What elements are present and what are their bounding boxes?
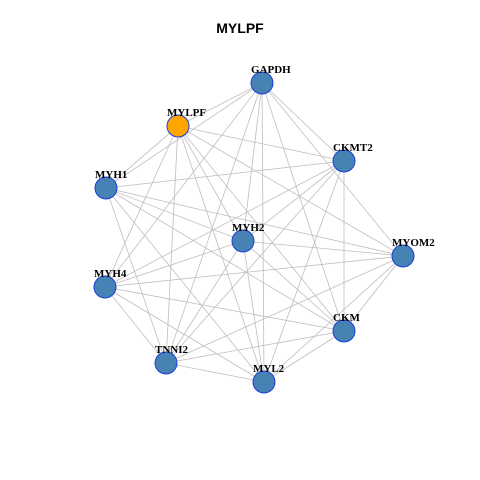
graph-title: MYLPF [216,20,264,36]
edge-gapdh-myom2 [261,82,404,257]
node-mylpf[interactable] [166,114,190,138]
edge-myh1-ckm [105,187,345,332]
edge-myom2-tnni2 [165,255,404,364]
edge-myom2-myh4 [104,255,404,288]
node-gapdh[interactable] [250,71,274,95]
edge-myh1-myl2 [105,187,265,383]
edge-mylpf-myom2 [177,125,404,257]
edge-gapdh-ckmt2 [261,82,345,162]
edge-myh2-myom2 [242,240,404,257]
node-myh1[interactable] [94,176,118,200]
edge-gapdh-tnni2 [165,82,263,364]
edge-gapdh-myh2 [242,82,263,242]
edge-layer [104,82,404,383]
edge-gapdh-myl2 [261,82,265,383]
node-ckm[interactable] [332,319,356,343]
edge-myh4-myl2 [104,286,265,383]
edge-mylpf-ckmt2 [177,125,345,162]
node-tnni2[interactable] [154,351,178,375]
node-label-gapdh: GAPDH [251,64,291,76]
edge-ckmt2-myh4 [104,160,345,288]
edge-myh1-myh2 [105,187,244,242]
edge-gapdh-myh4 [104,82,263,288]
edge-myh2-myh4 [104,240,244,288]
edge-ckm-myl2 [263,330,345,383]
edge-mylpf-myh1 [105,125,179,189]
edge-ckmt2-myh2 [242,160,345,242]
edge-gapdh-mylpf [177,82,263,127]
node-label-myh2: MYH2 [232,222,265,234]
node-label-ckmt2: CKMT2 [333,142,373,154]
node-label-mylpf: MYLPF [167,107,206,119]
edge-ckmt2-tnni2 [165,160,345,364]
edge-myh4-ckm [104,286,345,332]
edge-myh2-tnni2 [165,240,244,364]
node-myom2[interactable] [391,244,415,268]
node-myh4[interactable] [93,275,117,299]
edge-myh1-tnni2 [105,187,167,364]
edge-ckm-tnni2 [165,330,345,364]
edge-myh4-tnni2 [104,286,167,364]
edge-myom2-ckm [343,255,404,332]
edge-myh2-ckm [242,240,345,332]
edge-mylpf-tnni2 [165,125,179,364]
edge-myh1-myom2 [105,187,404,257]
edge-ckmt2-myh1 [105,160,345,189]
edge-ckmt2-myl2 [263,160,345,383]
node-label-tnni2: TNNI2 [155,344,189,356]
node-label-myl2: MYL2 [253,363,285,375]
edge-myh2-myl2 [242,240,265,383]
edge-tnni2-myl2 [165,362,265,383]
node-myh2[interactable] [231,229,255,253]
node-label-myh4: MYH4 [94,268,127,280]
node-layer [93,71,415,394]
node-label-myom2: MYOM2 [392,237,435,249]
node-label-ckm: CKM [333,312,361,324]
edge-mylpf-myh2 [177,125,244,242]
edge-mylpf-ckm [177,125,345,332]
node-label-myh1: MYH1 [95,169,127,181]
edge-myom2-myl2 [263,255,404,383]
edge-mylpf-myh4 [104,125,179,288]
node-myl2[interactable] [252,370,276,394]
edge-mylpf-myl2 [177,125,265,383]
node-ckmt2[interactable] [332,149,356,173]
